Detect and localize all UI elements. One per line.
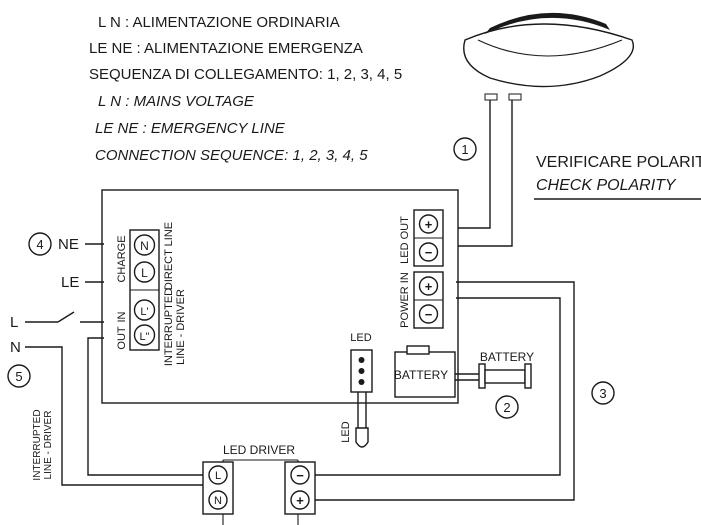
led-driver: LED DRIVER L N − + bbox=[202, 443, 316, 525]
svg-text:BATTERY: BATTERY bbox=[394, 368, 448, 382]
input-n-label: N bbox=[10, 339, 21, 356]
svg-text:L: L bbox=[141, 266, 148, 280]
external-battery: BATTERY bbox=[478, 350, 534, 389]
polarity-note-en: CHECK POLARITY bbox=[536, 177, 677, 194]
interrupted-label-1: INTERRUPTED bbox=[32, 409, 43, 480]
label-power-in: POWER IN bbox=[399, 272, 411, 328]
terminal-l-double-prime: L" bbox=[133, 324, 156, 346]
internal-battery-connector: BATTERY bbox=[394, 345, 456, 398]
step-badge-5: 5 bbox=[7, 364, 31, 388]
svg-text:4: 4 bbox=[36, 237, 43, 252]
led-driver-label: LED DRIVER bbox=[223, 443, 295, 457]
power-in-plus-wire bbox=[315, 281, 575, 501]
interrupted-line-wire bbox=[87, 337, 205, 476]
label-in: IN bbox=[116, 311, 128, 322]
svg-text:N: N bbox=[214, 495, 222, 507]
input-ne-label: NE bbox=[58, 236, 79, 253]
step-badge-3: 3 bbox=[591, 381, 615, 405]
led-wire-plus bbox=[456, 100, 491, 229]
svg-text:+: + bbox=[425, 279, 433, 294]
svg-text:−: − bbox=[296, 468, 304, 483]
legend-line-1: L N : ALIMENTAZIONE ORDINARIA bbox=[98, 14, 340, 31]
label-out: OUT bbox=[116, 326, 128, 350]
power-in-minus-terminal: − bbox=[418, 304, 439, 324]
led-out-minus-terminal: − bbox=[418, 242, 439, 262]
label-led-out: LED OUT bbox=[399, 216, 411, 264]
step-badge-2: 2 bbox=[495, 395, 519, 419]
battery-wire bbox=[455, 373, 482, 381]
legend-line-5: LE NE : EMERGENCY LINE bbox=[95, 120, 286, 137]
interrupted-label-2: LINE - DRIVER bbox=[43, 411, 54, 480]
label-interrupted-1: INTERRUPTED bbox=[163, 288, 175, 366]
input-l-label: L bbox=[10, 314, 18, 331]
external-battery-label: BATTERY bbox=[480, 350, 534, 364]
svg-text:1: 1 bbox=[461, 142, 468, 157]
driver-terminal-l: L bbox=[208, 465, 228, 485]
led-wire-minus bbox=[456, 100, 513, 247]
svg-text:−: − bbox=[425, 245, 433, 260]
legend-line-4: L N : MAINS VOLTAGE bbox=[98, 93, 255, 110]
step-badge-1: 1 bbox=[453, 137, 477, 161]
polarity-note-it: VERIFICARE POLARITA' bbox=[536, 154, 701, 171]
terminal-n: N bbox=[133, 234, 156, 256]
svg-text:+: + bbox=[425, 217, 433, 232]
svg-text:−: − bbox=[425, 307, 433, 322]
svg-text:L: L bbox=[215, 470, 221, 482]
power-in-minus-wire bbox=[315, 297, 561, 476]
led-lamp-icon bbox=[355, 392, 369, 448]
driver-terminal-n: N bbox=[208, 490, 228, 510]
label-direct-line: DIRECT LINE bbox=[163, 222, 175, 290]
power-in-plus-terminal: + bbox=[418, 276, 439, 296]
svg-text:L": L" bbox=[139, 331, 149, 343]
legend-line-6: CONNECTION SEQUENCE: 1, 2, 3, 4, 5 bbox=[95, 147, 368, 164]
step-badge-4: 4 bbox=[28, 232, 52, 256]
driver-terminal-plus: + bbox=[290, 490, 310, 510]
svg-text:5: 5 bbox=[15, 369, 22, 384]
svg-text:3: 3 bbox=[599, 386, 606, 401]
led-out-plus-terminal: + bbox=[418, 214, 439, 234]
label-interrupted-2: LINE - DRIVER bbox=[175, 289, 187, 365]
input-n-wire bbox=[25, 346, 205, 486]
legend-line-2: LE NE : ALIMENTAZIONE EMERGENZA bbox=[89, 40, 363, 57]
led-indicator: LED bbox=[350, 332, 373, 393]
label-charge: CHARGE bbox=[116, 235, 128, 282]
downlight-icon bbox=[463, 12, 634, 101]
driver-terminal-minus: − bbox=[290, 465, 310, 485]
svg-text:N: N bbox=[140, 239, 149, 253]
input-l-switch-wire bbox=[25, 311, 104, 323]
input-le-label: LE bbox=[61, 274, 79, 291]
legend: L N : ALIMENTAZIONE ORDINARIA LE NE : AL… bbox=[89, 14, 402, 164]
terminal-l-prime: L' bbox=[133, 299, 156, 321]
led-indicator-label: LED bbox=[350, 332, 371, 344]
terminal-l: L bbox=[133, 261, 156, 283]
svg-text:+: + bbox=[296, 493, 304, 508]
legend-line-3: SEQUENZA DI COLLEGAMENTO: 1, 2, 3, 4, 5 bbox=[89, 66, 402, 83]
svg-text:L': L' bbox=[140, 306, 148, 318]
led-lamp-label: LED bbox=[340, 421, 352, 442]
svg-text:2: 2 bbox=[503, 400, 510, 415]
